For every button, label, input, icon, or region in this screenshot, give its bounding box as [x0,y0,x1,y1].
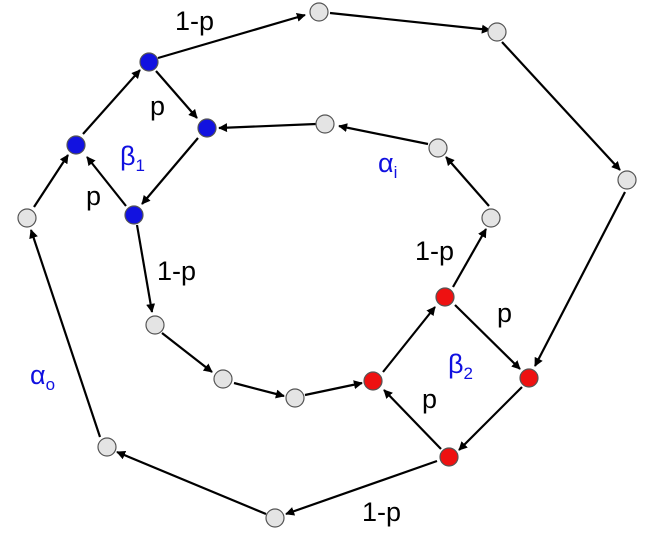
node-outer-bottom [265,508,285,528]
edge-bottom-to-lowleft [116,450,267,516]
node-outer-top2 [487,22,507,42]
edge-b1bottom-to-inner1 [135,224,156,313]
edge-inner1-to-inner2 [161,332,213,373]
nodes [17,2,637,528]
edge-b1top-to-top1 [157,12,306,60]
edge-left-to-b1left [33,154,69,208]
label-1-p-top: 1-p [175,6,214,36]
edge-b2bottom-to-bottom [285,459,438,516]
label-p-b2-upper: p [497,298,512,328]
edge-inner6-to-b1right [218,122,317,133]
edge-inner2-to-inner3 [233,381,285,399]
node-b1-right [197,118,217,138]
edge-lowleft-to-left [29,229,102,438]
label-alpha-inner: αi [378,148,397,182]
edge-labels: 1-p p p 1-p 1-p p p 1-p [86,6,512,527]
label-alpha-outer: αo [30,360,55,394]
label-p-b2-lower: p [422,384,437,414]
node-inner-4 [481,208,501,228]
label-1-p-left: 1-p [157,256,196,286]
edge-inner4-to-inner5 [445,156,490,207]
node-outer-lowleft [97,437,117,457]
edge-b2right-to-b2bottom [458,386,523,451]
label-beta1: β1 [120,141,145,175]
node-b2-bottom [439,447,459,467]
edge-b2bottom-to-b2left [383,389,442,450]
edge-b2left-to-b2top [382,306,436,373]
edge-b2top-to-inner4 [452,228,487,288]
node-outer-top1 [309,2,329,22]
node-b1-bottom [124,205,144,225]
node-b2-left [363,371,383,391]
node-inner-3 [285,388,305,408]
label-p-b1-upper: p [150,91,165,121]
region-labels: β1 β2 αi αo [30,141,473,394]
node-inner-5 [428,138,448,158]
node-outer-left [17,208,37,228]
edge-top1-to-top2 [329,11,491,34]
edge-right-to-b2right [534,191,626,367]
edge-inner5-to-inner6 [338,123,429,146]
edge-b1bottom-to-b1left [86,156,127,207]
edges [29,11,626,516]
node-b1-top [139,52,159,72]
edge-top2-to-right [501,41,621,171]
label-1-p-bottom: 1-p [362,497,401,527]
edge-b1top-to-b1right [155,70,198,119]
label-p-b1-lower: p [86,181,101,211]
node-b2-right [519,368,539,388]
edge-b1right-to-b1bottom [141,137,199,205]
node-inner-1 [145,315,165,335]
edge-b1left-to-b1top [82,69,141,135]
node-b1-left [66,135,86,155]
edge-inner3-to-b2left [304,380,363,397]
node-b2-top [435,287,455,307]
label-beta2: β2 [448,349,473,383]
node-inner-6 [315,114,335,134]
label-1-p-right: 1-p [415,236,454,266]
edge-b2top-to-b2right [454,304,521,370]
node-inner-2 [213,369,233,389]
node-outer-right [617,170,637,190]
